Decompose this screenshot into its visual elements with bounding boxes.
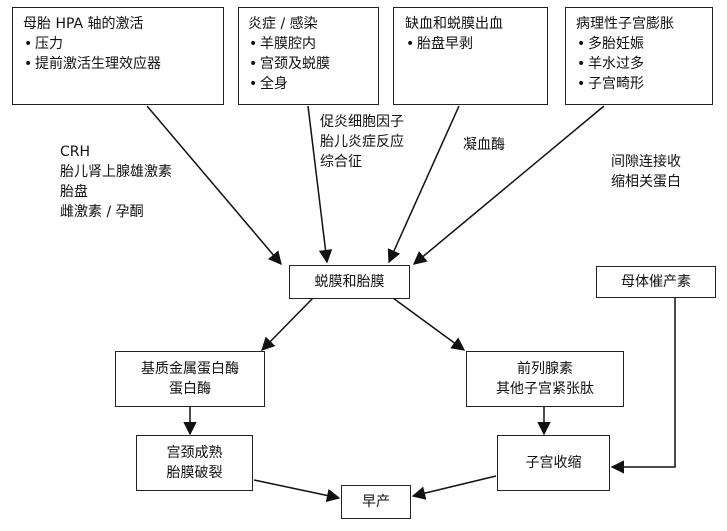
edge-label-inflammation: 促炎细胞因子 胎儿炎症反应 综合征 — [320, 112, 404, 172]
cause-title: 病理性子宫膨胀 — [576, 16, 674, 32]
edge-label-line: 凝血酶 — [463, 137, 505, 153]
cause-box-hpa: 母胎 HPA 轴的激活 压力 提前激活生理效应器 — [12, 7, 224, 105]
cause-box-inflammation: 炎症 / 感染 羊膜腔内 宫颈及蜕膜 全身 — [238, 7, 379, 105]
node-label: 胎膜破裂 — [166, 465, 223, 481]
node-preterm-birth: 早产 — [341, 485, 411, 519]
cause-box-distension: 病理性子宫膨胀 多胎妊娠 羊水过多 子宫畸形 — [565, 7, 713, 105]
cause-box-ischemia: 缺血和蜕膜出血 胎盘早剥 — [393, 7, 548, 105]
node-mmp: 基质金属蛋白酶 蛋白酶 — [115, 351, 265, 407]
cause-item: 全身 — [248, 74, 378, 94]
arrow-decidua-to-mmp — [261, 297, 314, 351]
node-label: 其他子宫紧张肽 — [496, 381, 594, 397]
cause-item: 提前激活生理效应器 — [23, 54, 223, 74]
cause-item: 胎盘早剥 — [405, 34, 547, 54]
node-label: 蜕膜和胎膜 — [314, 274, 385, 290]
cause-item: 宫颈及蜕膜 — [248, 54, 378, 74]
node-uterine-contraction: 子宫收缩 — [497, 435, 610, 491]
cause-item: 压力 — [23, 34, 223, 54]
cause-item: 子宫畸形 — [576, 74, 712, 94]
arrow-maternal-to-contraction — [610, 298, 676, 474]
cause-item: 羊膜腔内 — [248, 34, 378, 54]
cause-title: 母胎 HPA 轴的激活 — [23, 16, 144, 32]
arrow-distension-to-decidua — [412, 105, 605, 265]
arrow-cervix-to-preterm — [253, 479, 341, 503]
node-decidua: 蜕膜和胎膜 — [289, 265, 410, 299]
cause-title: 缺血和蜕膜出血 — [405, 16, 503, 32]
cause-title: 炎症 / 感染 — [248, 16, 318, 32]
node-maternal-oxytocin: 母体催产素 — [596, 266, 716, 298]
cause-item: 多胎妊娠 — [576, 34, 712, 54]
node-prostaglandins: 前列腺素 其他子宫紧张肽 — [466, 351, 624, 407]
node-label: 前列腺素 — [517, 361, 573, 377]
node-label: 早产 — [362, 494, 390, 510]
edge-label-line: 缩相关蛋白 — [611, 174, 681, 190]
edge-label-line: 促炎细胞因子 — [320, 114, 404, 130]
arrow-ischemia-to-decidua — [387, 105, 460, 264]
node-cervix: 宫颈成熟 胎膜破裂 — [136, 435, 253, 491]
edge-label-line: 综合征 — [320, 154, 362, 170]
arrow-contraction-to-preterm — [411, 475, 497, 500]
edge-label-distension: 间隙连接收 缩相关蛋白 — [611, 152, 681, 192]
node-label: 子宫收缩 — [525, 455, 582, 471]
edge-label-line: 胎盘 — [60, 184, 88, 200]
node-label: 宫颈成熟 — [166, 445, 223, 461]
node-label: 基质金属蛋白酶 — [141, 361, 239, 377]
arrow-inflammation-to-decidua — [307, 105, 333, 264]
edge-label-line: 雌激素 / 孕酮 — [60, 204, 144, 220]
edge-label-ischemia: 凝血酶 — [463, 135, 505, 155]
edge-label-line: 胎儿肾上腺雄激素 — [60, 164, 172, 180]
arrow-hpa-to-decidua — [146, 105, 282, 266]
edge-label-line: 胎儿炎症反应 — [320, 134, 404, 150]
edge-label-hpa: CRH 胎儿肾上腺雄激素 胎盘 雌激素 / 孕酮 — [60, 142, 172, 222]
cause-item: 羊水过多 — [576, 54, 712, 74]
node-label: 母体催产素 — [621, 274, 691, 290]
arrow-decidua-to-pg — [392, 297, 466, 351]
edge-label-line: CRH — [60, 144, 91, 160]
edge-label-line: 间隙连接收 — [611, 154, 681, 170]
node-label: 蛋白酶 — [169, 381, 211, 397]
